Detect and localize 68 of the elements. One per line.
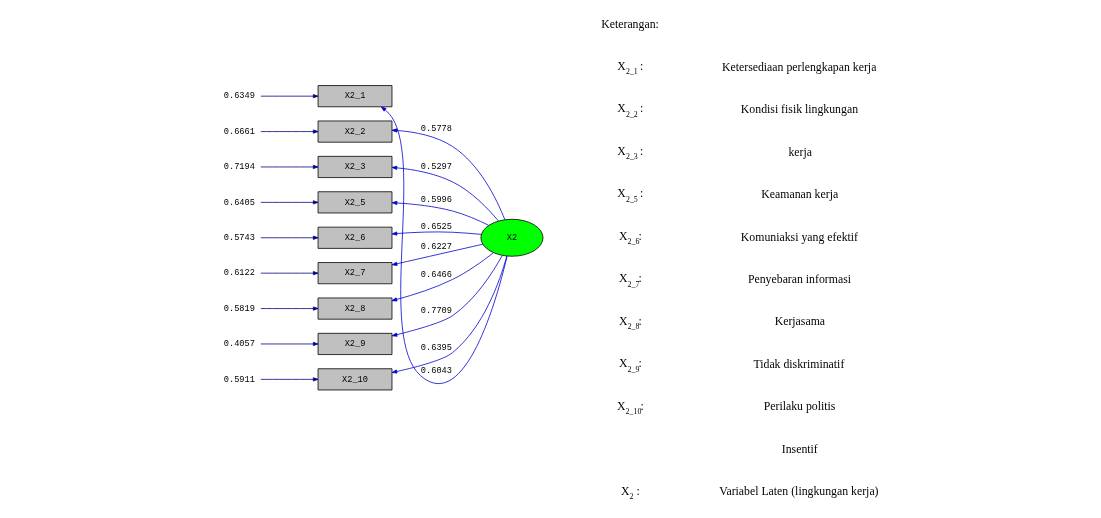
label: Keamanan kerja	[761, 187, 839, 202]
label: Kerjasama	[774, 314, 826, 329]
label: X$_{2_2}$ :	[617, 101, 644, 119]
arrow	[391, 165, 499, 222]
edge-label: 0.5996	[420, 195, 452, 206]
node-text: 0.5819	[223, 303, 255, 314]
label: X$_{2_9}$:	[618, 356, 642, 374]
arrow	[260, 200, 319, 205]
label: Komuniaksi yang efektif	[740, 229, 859, 244]
node-box: X2_1	[317, 85, 393, 108]
arrow	[260, 164, 319, 169]
label: Tidak diskriminatif	[753, 356, 845, 371]
node-box: X2_6	[317, 226, 393, 249]
arrow	[260, 129, 319, 134]
arrow	[391, 252, 494, 302]
node-box: X2_5	[317, 191, 393, 214]
node-box: X2_2	[317, 120, 393, 143]
label: X$_{2_3}$ :	[617, 143, 644, 162]
node-text: 0.5743	[223, 232, 255, 243]
node-box: X2_9	[317, 332, 393, 355]
arrow	[260, 306, 319, 311]
label: X$_{2_10}$:	[616, 398, 644, 417]
edge-label: 0.6395	[420, 343, 452, 354]
arrow	[391, 231, 482, 236]
arrow	[380, 106, 508, 384]
node-text: 0.6349	[223, 91, 255, 102]
label: kerja	[788, 144, 812, 159]
label: Kondisi fisik lingkungan	[740, 102, 859, 117]
node-text: 0.5911	[223, 374, 255, 385]
label: Keterangan:	[601, 17, 659, 32]
label: Variabel Laten (lingkungan kerja)	[719, 484, 879, 499]
arrow	[391, 243, 484, 266]
node-ellipse: X2	[480, 218, 544, 257]
node-box: X2_3	[317, 155, 393, 178]
arrow	[391, 128, 506, 221]
arrow	[391, 255, 508, 374]
edge-label: 0.5297	[420, 162, 452, 173]
node-text: 0.4057	[223, 339, 255, 350]
label: X$_{2}$ :	[620, 483, 640, 502]
edge-label: 0.7709	[420, 306, 452, 317]
edge-label: 0.6525	[420, 221, 452, 232]
node-text: 0.7194	[223, 162, 255, 173]
node-text: 0.6405	[223, 197, 255, 208]
label: Perilaku politis	[763, 399, 836, 414]
edge-label: 0.5778	[420, 123, 452, 134]
label: X$_{2_5}$ :	[617, 186, 644, 204]
arrow	[391, 200, 490, 226]
node-box: X2_7	[317, 262, 393, 285]
node-text: 0.6122	[223, 268, 255, 279]
arrow	[260, 377, 319, 382]
label: X$_{2_6}$:	[618, 228, 642, 247]
edge-label: 0.6043	[420, 365, 452, 376]
node-text: 0.6661	[223, 126, 255, 137]
node-box: X2_8	[317, 297, 393, 320]
arrow	[391, 255, 503, 337]
node-box: X2_10	[317, 368, 393, 391]
label: Insentif	[781, 441, 818, 456]
arrow	[260, 235, 319, 240]
label: Ketersediaan perlengkapan kerja	[721, 59, 877, 74]
label: X$_{2_8}$:	[618, 313, 642, 332]
label: Penyebaran informasi	[747, 271, 852, 286]
edge-label: 0.6227	[420, 241, 452, 252]
arrow	[260, 94, 319, 99]
edge-label: 0.6466	[420, 269, 452, 280]
arrow	[260, 341, 319, 346]
label: X$_{2_1}$ :	[617, 58, 644, 77]
arrow	[260, 271, 319, 276]
label: X$_{2_7}$:	[618, 271, 642, 289]
